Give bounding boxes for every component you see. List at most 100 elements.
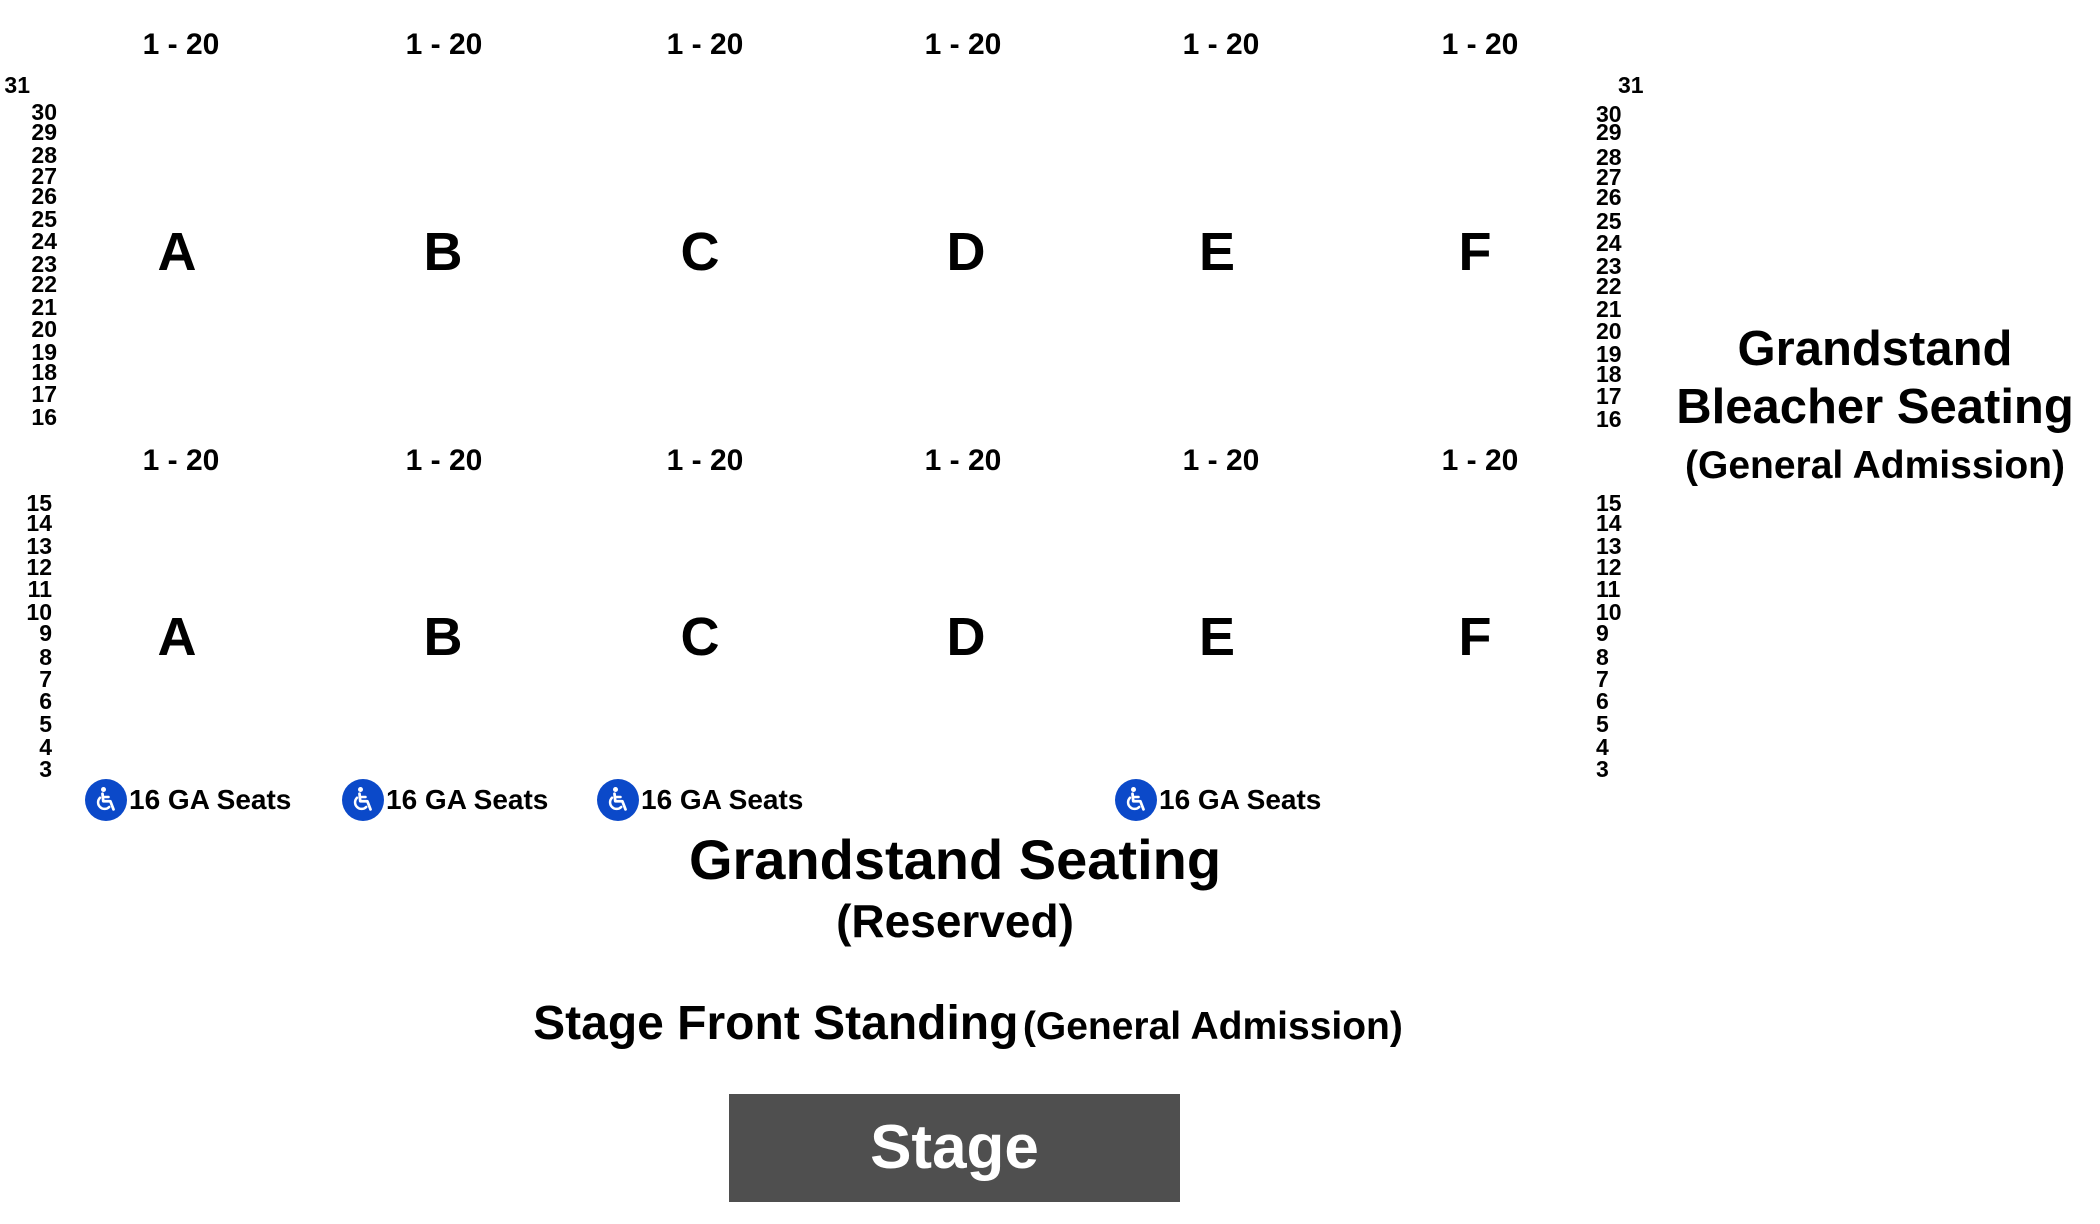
row-number: 25 <box>31 206 57 232</box>
row-number: 15 <box>26 490 52 516</box>
bleacher-title-line1: Grandstand <box>1737 322 2013 376</box>
row-number: 19 <box>1596 341 1622 367</box>
seat-range-label: 1 - 20 <box>1182 444 1260 477</box>
grandstand-seating-subtitle: (Reserved) <box>836 895 1074 947</box>
section-c[interactable]: C <box>680 222 720 282</box>
row-number: 30 <box>1596 101 1622 127</box>
seat-range-label: 1 - 20 <box>405 28 483 61</box>
row-number: 28 <box>31 142 57 168</box>
bleacher-admission-type: (General Admission) <box>1685 444 2065 487</box>
section-a[interactable]: A <box>157 607 197 667</box>
section-e[interactable]: E <box>1198 607 1236 667</box>
row-number: 12 <box>26 554 52 580</box>
stage-front-standing-area[interactable]: Stage Front Standing (General Admission) <box>533 1000 1403 1048</box>
row-number: 31 <box>1618 72 1644 98</box>
row-number: 22 <box>31 271 57 297</box>
row-number: 29 <box>31 119 57 145</box>
row-number: 15 <box>1596 490 1622 516</box>
row-number: 8 <box>1596 644 1609 670</box>
row-number: 26 <box>31 183 57 209</box>
section-d[interactable]: D <box>946 222 986 282</box>
row-number: 23 <box>31 251 57 277</box>
row-number: 16 <box>31 404 57 430</box>
ada-seating-marker[interactable]: 16 GA Seats <box>597 779 803 821</box>
wheelchair-accessible-icon <box>597 779 639 821</box>
row-number: 11 <box>27 576 52 602</box>
row-number: 9 <box>1596 620 1609 646</box>
row-number: 27 <box>31 163 57 189</box>
section-d[interactable]: D <box>946 607 986 667</box>
section-c[interactable]: C <box>680 607 720 667</box>
row-number: 29 <box>1596 119 1622 145</box>
row-number: 12 <box>1596 554 1622 580</box>
ada-seat-count-label: 16 GA Seats <box>1159 784 1322 815</box>
grandstand-seating-title: Grandstand Seating <box>688 828 1222 891</box>
row-number: 3 <box>39 756 52 782</box>
row-number: 23 <box>1596 253 1622 279</box>
row-number: 24 <box>1596 230 1622 256</box>
row-number: 31 <box>4 72 30 98</box>
row-number: 5 <box>39 711 52 737</box>
stage-label: Stage <box>870 1113 1039 1182</box>
standing-title: Stage Front Standing <box>533 997 1019 1050</box>
seat-range-label: 1 - 20 <box>924 28 1002 61</box>
section-b[interactable]: B <box>423 222 463 282</box>
seat-range-label: 1 - 20 <box>924 444 1002 477</box>
seat-range-label: 1 - 20 <box>666 28 744 61</box>
row-number: 6 <box>39 688 52 714</box>
row-number: 13 <box>1596 533 1622 559</box>
row-number: 21 <box>31 294 57 320</box>
seat-range-label: 1 - 20 <box>1441 28 1519 61</box>
row-number: 27 <box>1596 164 1622 190</box>
row-number: 13 <box>26 533 52 559</box>
seat-range-label: 1 - 20 <box>142 444 220 477</box>
row-number: 4 <box>39 734 52 760</box>
row-number: 24 <box>31 228 57 254</box>
row-number: 28 <box>1596 144 1622 170</box>
row-number: 19 <box>31 339 57 365</box>
row-number: 20 <box>1596 318 1622 344</box>
section-b[interactable]: B <box>423 607 463 667</box>
row-number: 3 <box>1596 756 1609 782</box>
row-number: 8 <box>39 644 52 670</box>
row-number: 21 <box>1596 296 1622 322</box>
stage: Stage <box>729 1094 1180 1202</box>
row-number: 26 <box>1596 184 1622 210</box>
row-number: 9 <box>39 620 52 646</box>
seat-range-label: 1 - 20 <box>1441 444 1519 477</box>
row-number: 4 <box>1596 734 1609 760</box>
seat-range-label: 1 - 20 <box>142 28 220 61</box>
bleacher-seating-label[interactable]: Grandstand Bleacher Seating (General Adm… <box>1676 322 2074 487</box>
wheelchair-accessible-icon <box>85 779 127 821</box>
row-number: 17 <box>1596 383 1622 409</box>
section-f[interactable]: F <box>1458 222 1492 282</box>
row-number: 30 <box>31 99 57 125</box>
section-e[interactable]: E <box>1198 222 1236 282</box>
section-a[interactable]: A <box>157 222 197 282</box>
row-number: 25 <box>1596 208 1622 234</box>
wheelchair-accessible-icon <box>1115 779 1157 821</box>
row-number: 16 <box>1596 406 1622 432</box>
row-number: 11 <box>1596 576 1621 602</box>
row-number: 7 <box>39 666 52 692</box>
ada-seat-count-label: 16 GA Seats <box>129 784 292 815</box>
ada-seat-count-label: 16 GA Seats <box>641 784 804 815</box>
row-number: 20 <box>31 316 57 342</box>
seat-range-label: 1 - 20 <box>405 444 483 477</box>
row-number: 14 <box>1596 510 1622 536</box>
row-number: 22 <box>1596 273 1622 299</box>
row-number: 10 <box>1596 599 1622 625</box>
row-number: 14 <box>26 510 52 536</box>
ada-seating-marker[interactable]: 16 GA Seats <box>1115 779 1321 821</box>
row-number: 6 <box>1596 688 1609 714</box>
seat-range-label: 1 - 20 <box>1182 28 1260 61</box>
seat-range-label: 1 - 20 <box>666 444 744 477</box>
ada-seating-marker[interactable]: 16 GA Seats <box>342 779 548 821</box>
standing-admission-type: (General Admission) <box>1022 1005 1403 1048</box>
row-number: 17 <box>31 381 57 407</box>
ada-seating-marker[interactable]: 16 GA Seats <box>85 779 291 821</box>
section-f[interactable]: F <box>1458 607 1492 667</box>
wheelchair-accessible-icon <box>342 779 384 821</box>
row-number: 18 <box>1596 361 1622 387</box>
row-number: 7 <box>1596 666 1609 692</box>
